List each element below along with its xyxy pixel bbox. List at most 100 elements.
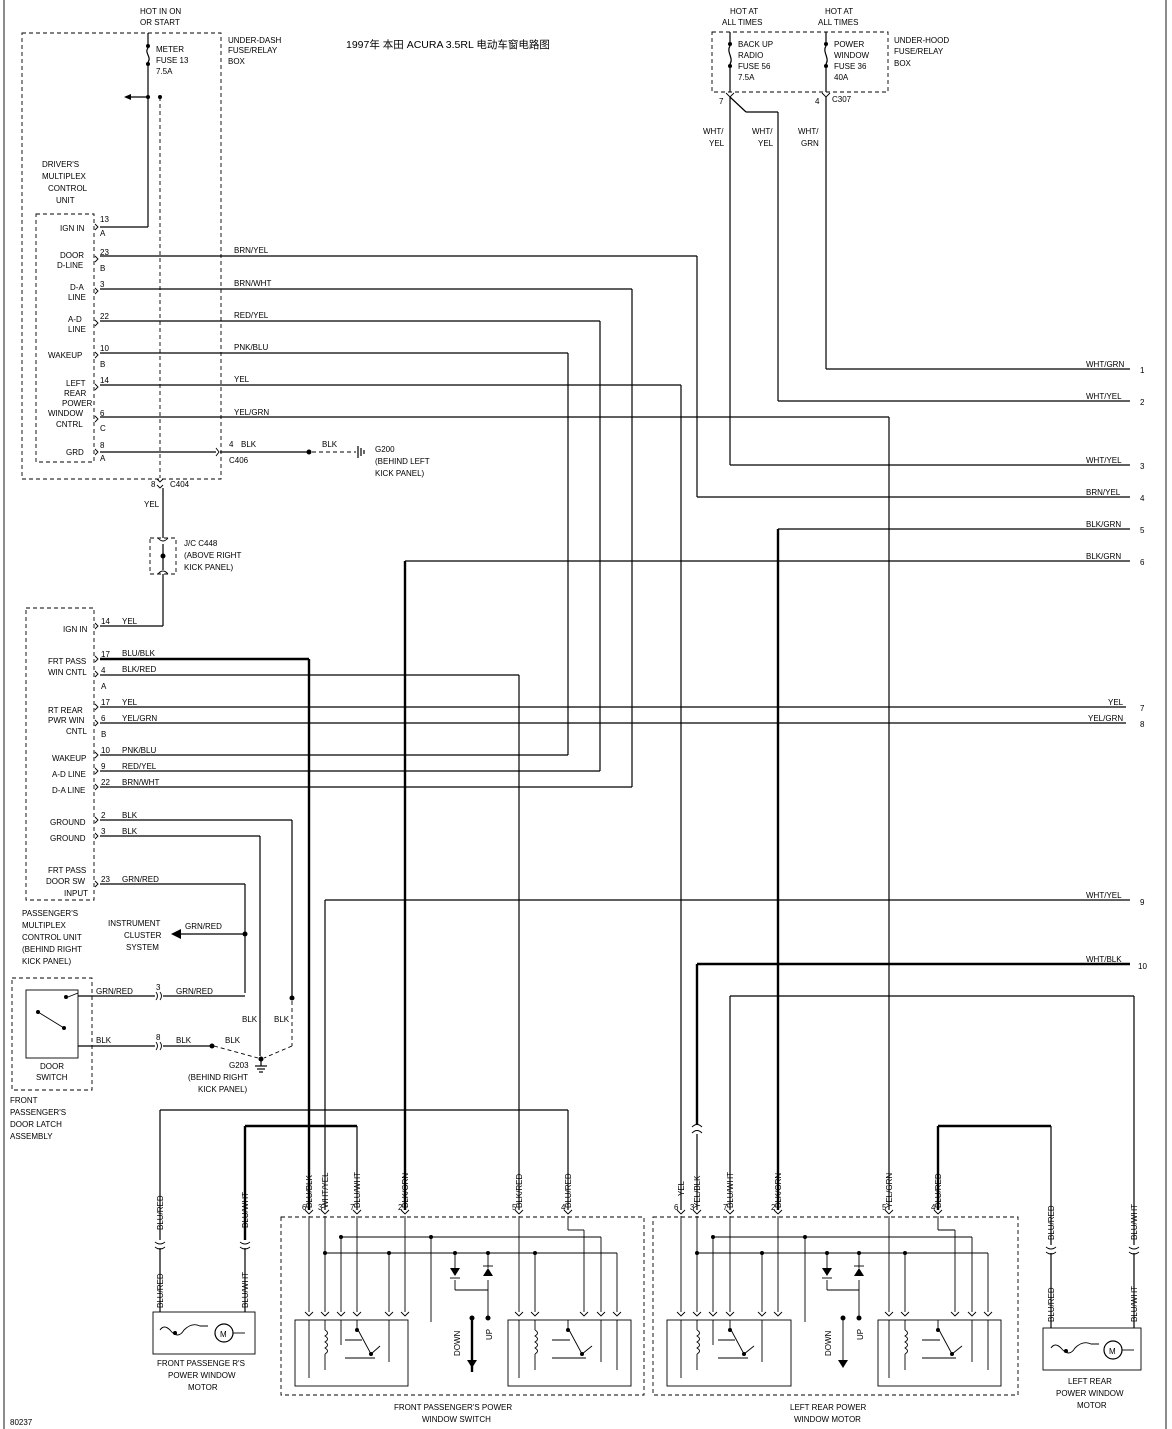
wire-color: BLK bbox=[176, 1036, 192, 1045]
wire-color: GRN/RED bbox=[96, 987, 133, 996]
pin-number: 5 bbox=[512, 1203, 517, 1212]
diode-icon bbox=[854, 1268, 864, 1276]
component-label: FRONT PASSENGE R'S bbox=[157, 1359, 245, 1368]
junction-label: KICK PANEL) bbox=[184, 563, 234, 572]
pin-label: WINDOW bbox=[48, 409, 84, 418]
switch-down-label: DOWN bbox=[453, 1330, 462, 1356]
wire-color: BRN/YEL bbox=[234, 246, 269, 255]
wire-color: BLK bbox=[122, 811, 138, 820]
pin-number: 4 bbox=[561, 1203, 566, 1212]
pin-number: 14 bbox=[100, 376, 109, 385]
component-label: WINDOW SWITCH bbox=[422, 1415, 491, 1424]
wire-color: BLK bbox=[322, 440, 338, 449]
pin-label: A-D LINE bbox=[52, 770, 86, 779]
wire-color: YEL/GRN bbox=[885, 1173, 894, 1208]
diode-icon bbox=[822, 1268, 832, 1276]
ground-label: KICK PANEL) bbox=[198, 1085, 248, 1094]
connector-letter: A bbox=[101, 682, 107, 691]
fuse-label: WINDOW bbox=[834, 51, 870, 60]
pin-number: 7 bbox=[350, 1203, 355, 1212]
wire-color: YEL bbox=[709, 139, 725, 148]
wire-color: BLU/WHT bbox=[353, 1172, 362, 1208]
pin-label: POWER bbox=[62, 399, 92, 408]
pin-number: 3 bbox=[690, 1203, 695, 1212]
pin-number: 6 bbox=[100, 409, 105, 418]
wire-number: 6 bbox=[1140, 558, 1145, 567]
component-label: POWER WINDOW bbox=[168, 1371, 236, 1380]
component-label: LEFT REAR bbox=[1068, 1377, 1112, 1386]
figure-id: 80237 bbox=[10, 1418, 33, 1427]
component-label: FRONT PASSENGER'S POWER bbox=[394, 1403, 512, 1412]
pin-number: 9 bbox=[101, 762, 106, 771]
unit-label: CONTROL UNIT bbox=[22, 933, 82, 942]
front-switch-right-unit bbox=[507, 1319, 632, 1387]
assembly-label: PASSENGER'S bbox=[10, 1108, 66, 1117]
ground-label: (BEHIND LEFT bbox=[375, 457, 430, 466]
diode-icon bbox=[483, 1268, 493, 1276]
wire-color: BLK bbox=[241, 440, 257, 449]
pin-label: WIN CNTL bbox=[48, 668, 87, 677]
wire-color: PNK/BLU bbox=[122, 746, 156, 755]
wire-color: GRN/RED bbox=[122, 875, 159, 884]
motor-symbol: M bbox=[220, 1330, 227, 1339]
pin-label: LINE bbox=[68, 293, 86, 302]
wire-color: YEL/BLK bbox=[693, 1175, 702, 1208]
wire-color: GRN/RED bbox=[185, 922, 222, 931]
pin-label: D-A LINE bbox=[52, 786, 85, 795]
wire-number: 9 bbox=[1140, 898, 1145, 907]
pin-label: IGN IN bbox=[60, 224, 85, 233]
pin-number: 13 bbox=[100, 215, 109, 224]
wire-color: BLU/RED bbox=[1047, 1205, 1056, 1240]
pin-label: REAR bbox=[64, 389, 86, 398]
pin-number: 17 bbox=[101, 650, 110, 659]
wire-number: 3 bbox=[1140, 462, 1145, 471]
left-rear-left-unit bbox=[666, 1319, 792, 1387]
connector-letter: A bbox=[100, 454, 106, 463]
wire-color: WHT/ bbox=[798, 127, 819, 136]
pin-number: 10 bbox=[101, 746, 110, 755]
wire-color: BLU/RED bbox=[156, 1273, 165, 1308]
connector-letter: C bbox=[100, 424, 106, 433]
wire-color: BLK/RED bbox=[515, 1174, 524, 1208]
pin-number: 4 bbox=[101, 666, 106, 675]
pin-label: CNTRL bbox=[56, 420, 83, 429]
connector-letter: A bbox=[100, 229, 106, 238]
pin-number: 14 bbox=[101, 617, 110, 626]
pin-label: D-A bbox=[70, 283, 84, 292]
component-label: MOTOR bbox=[1077, 1401, 1107, 1410]
fuse-label: FUSE 36 bbox=[834, 62, 867, 71]
pin-number: 7 bbox=[723, 1203, 728, 1212]
connector-letter: B bbox=[100, 264, 105, 273]
wire-color: BLU/BLK bbox=[305, 1174, 314, 1208]
component-label: POWER WINDOW bbox=[1056, 1389, 1124, 1398]
hot-label: HOT IN ON bbox=[140, 7, 181, 16]
wire-color: WHT/ bbox=[703, 127, 724, 136]
wire-color: BLU/RED bbox=[564, 1173, 573, 1208]
wire-color: BLK/GRN bbox=[401, 1173, 410, 1208]
wire-color: BLK bbox=[242, 1015, 258, 1024]
assembly-label: ASSEMBLY bbox=[10, 1132, 53, 1141]
connector-letter: B bbox=[100, 360, 105, 369]
diagram-title: 1997年 本田 ACURA 3.5RL 电动车窗电路图 bbox=[346, 38, 550, 51]
fuse-icon bbox=[824, 45, 828, 65]
pin-number: 8 bbox=[151, 480, 156, 489]
switch-label: SWITCH bbox=[36, 1073, 68, 1082]
pin-label: A-D bbox=[68, 315, 82, 324]
pin-label: LEFT bbox=[66, 379, 86, 388]
pin-number: 6 bbox=[674, 1203, 679, 1212]
pin-label: GROUND bbox=[50, 818, 86, 827]
wire-color: BRN/WHT bbox=[122, 778, 159, 787]
pin-number: 4 bbox=[815, 97, 820, 106]
hot-label: OR START bbox=[140, 18, 180, 27]
pin-number: 22 bbox=[101, 778, 110, 787]
fuse-label: POWER bbox=[834, 40, 864, 49]
pin-number: 2 bbox=[398, 1203, 403, 1212]
wire-number: 5 bbox=[1140, 526, 1145, 535]
wire-color: YEL bbox=[234, 375, 250, 384]
wire-number: 1 bbox=[1140, 366, 1145, 375]
wire-color: YEL bbox=[122, 698, 138, 707]
wire-color: WHT/YEL bbox=[1086, 392, 1122, 401]
pin-number: 6 bbox=[302, 1203, 307, 1212]
assembly-label: DOOR LATCH bbox=[10, 1120, 62, 1129]
motor-symbol: M bbox=[1109, 1347, 1116, 1356]
